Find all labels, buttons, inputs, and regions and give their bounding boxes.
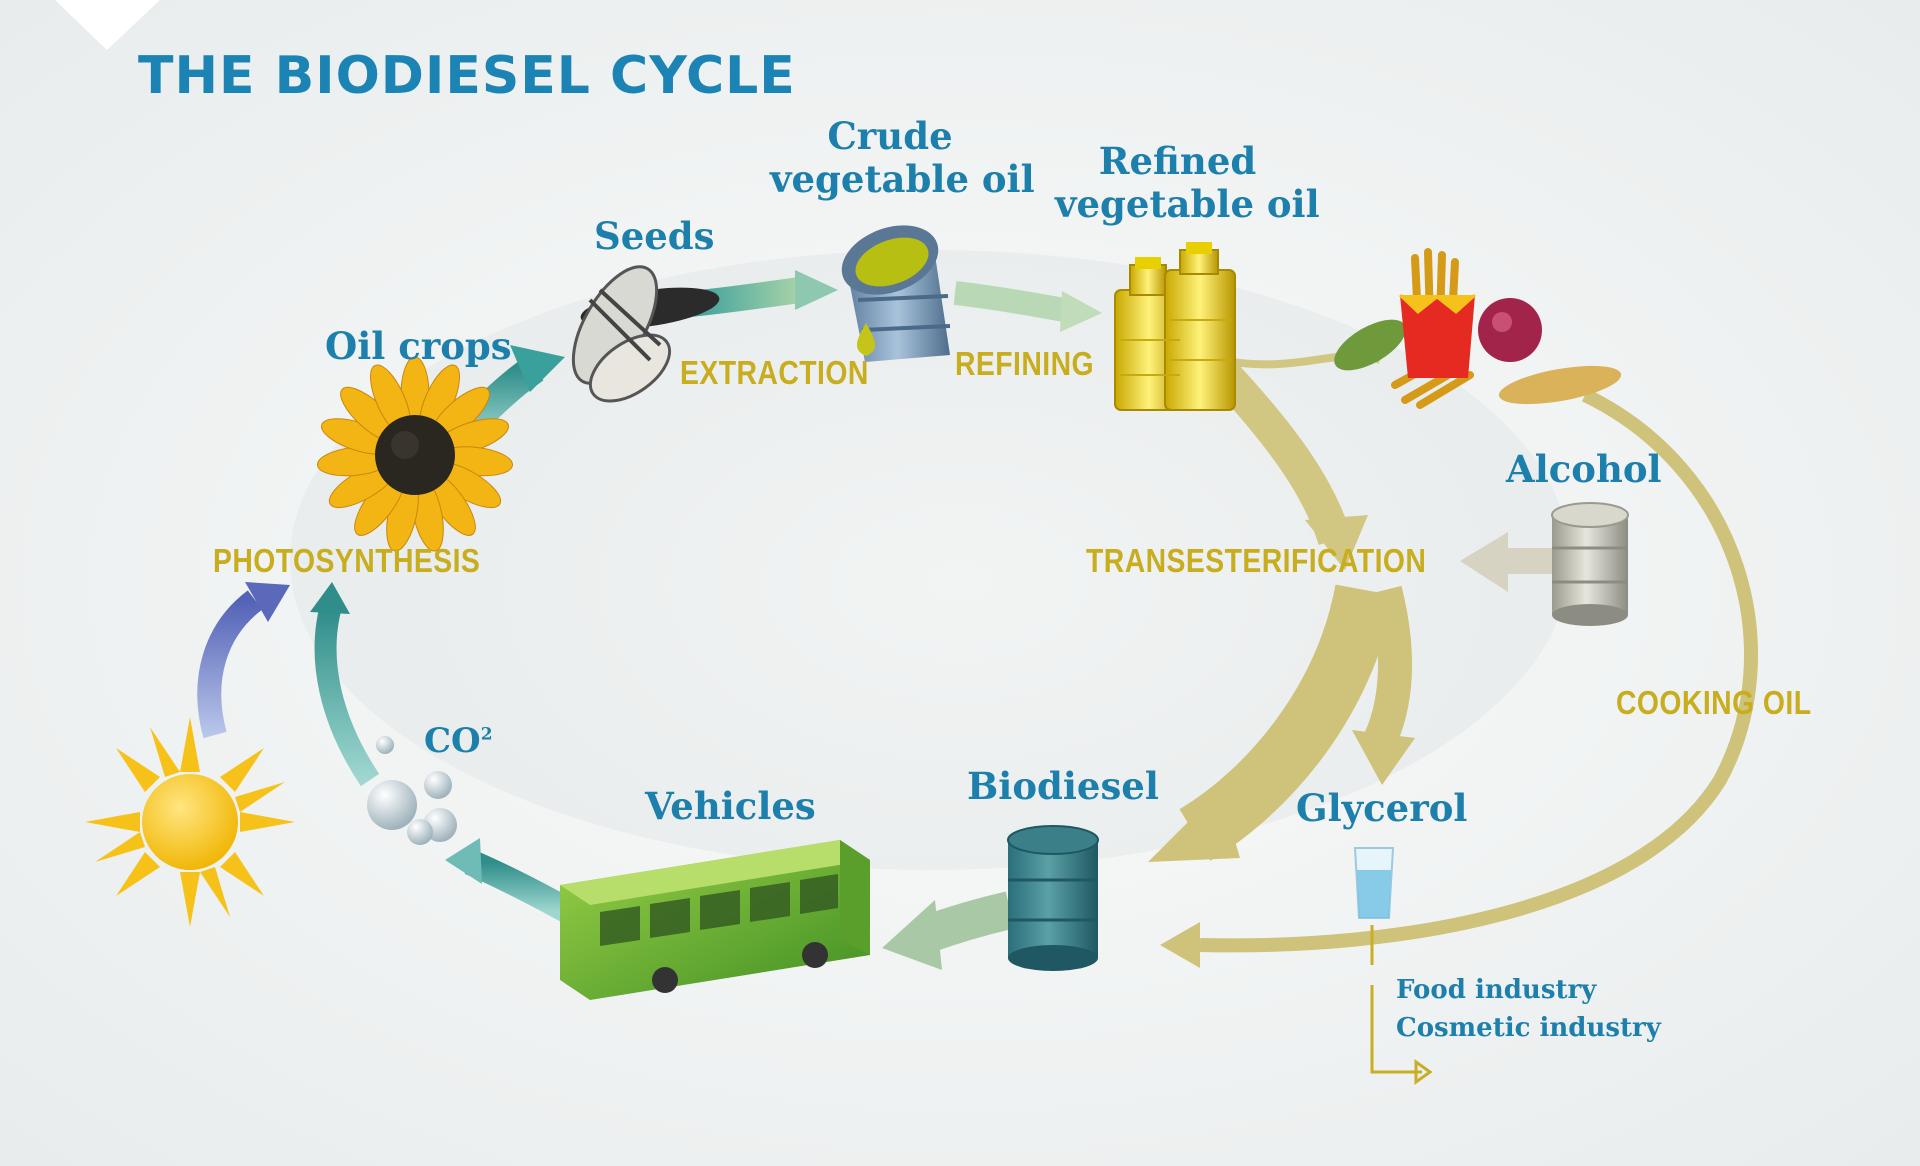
arrow-transesterification-to-biodiesel bbox=[1148, 584, 1395, 862]
arrow-crude-to-refined bbox=[953, 281, 1102, 332]
arrow-co2-to-photosynthesis bbox=[310, 582, 380, 787]
label-refined-line2: vegetable oil bbox=[1055, 181, 1320, 226]
label-vehicles: Vehicles bbox=[645, 784, 816, 828]
label-crude-line2: vegetable oil bbox=[770, 156, 1035, 201]
label-photosynthesis: PHOTOSYNTHESIS bbox=[213, 542, 481, 579]
sun-icon bbox=[85, 717, 295, 927]
corner-chevron bbox=[55, 0, 160, 50]
co2-bubbles-icon bbox=[367, 736, 457, 845]
label-alcohol: Alcohol bbox=[1506, 447, 1662, 491]
arrow-glycerol-uses bbox=[1370, 925, 1433, 1085]
label-extraction: EXTRACTION bbox=[680, 354, 869, 391]
alcohol-barrel-icon bbox=[1551, 502, 1629, 626]
glycerol-use-cosmetic: Cosmetic industry bbox=[1396, 1012, 1661, 1043]
bus-icon bbox=[560, 840, 870, 1000]
label-co2-sup: 2 bbox=[480, 724, 493, 745]
label-refining: REFINING bbox=[955, 345, 1095, 382]
arrow-biodiesel-to-vehicles bbox=[882, 891, 1015, 970]
label-crude-line1: Crude bbox=[827, 114, 953, 158]
arrow-refined-to-transesterification bbox=[1212, 363, 1368, 570]
page-title: THE BIODIESEL CYCLE bbox=[138, 46, 796, 106]
label-cooking-oil: COOKING OIL bbox=[1616, 684, 1812, 721]
label-transesterification: TRANSESTERIFICATION bbox=[1086, 542, 1427, 579]
label-biodiesel: Biodiesel bbox=[967, 764, 1159, 808]
label-refined-line1: Refined bbox=[1098, 139, 1257, 183]
glycerol-use-food: Food industry bbox=[1396, 975, 1597, 1005]
label-crude-vegetable-oil: Crude vegetable oil bbox=[770, 114, 1035, 201]
vegetables-fries-icon bbox=[1334, 248, 1622, 409]
seeds-icon bbox=[571, 265, 720, 403]
oil-bucket-icon bbox=[841, 225, 951, 362]
label-co2-text: CO bbox=[424, 721, 481, 761]
glycerol-glass-icon bbox=[1353, 847, 1395, 919]
label-glycerol: Glycerol bbox=[1296, 786, 1468, 830]
oil-bottles-icon bbox=[1114, 242, 1236, 411]
biodiesel-barrel-icon bbox=[1007, 825, 1099, 971]
arrow-sun-to-photosynthesis bbox=[197, 582, 290, 739]
label-seeds: Seeds bbox=[594, 214, 715, 258]
label-oil-crops: Oil crops bbox=[325, 324, 512, 368]
arrow-vehicles-to-co2 bbox=[445, 838, 577, 924]
label-co2: CO2 bbox=[424, 721, 493, 761]
glycerol-uses-list: Food industry Cosmetic industry bbox=[1396, 972, 1661, 1047]
label-refined-vegetable-oil: Refined vegetable oil bbox=[1055, 139, 1320, 226]
sunflower-icon bbox=[317, 356, 513, 552]
arrow-transesterification-to-glycerol bbox=[1352, 585, 1415, 785]
